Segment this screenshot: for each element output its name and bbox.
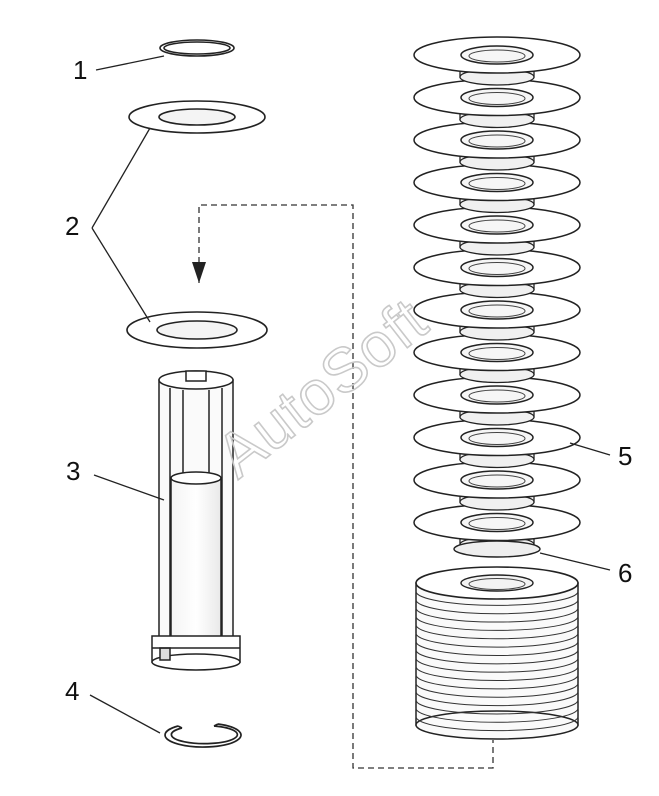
callout-1: 1 (73, 55, 87, 85)
part-4-retaining-ring (164, 723, 242, 748)
callout-5: 5 (618, 441, 632, 471)
conical-disc (413, 206, 581, 256)
conical-disc (413, 248, 581, 299)
leader-6 (539, 552, 611, 571)
part-2-upper-washer (128, 100, 266, 134)
leader-2b (91, 227, 151, 323)
conical-disc (413, 291, 581, 341)
leader-4 (89, 694, 161, 734)
part-2-lower-washer (126, 311, 268, 349)
conical-disc (413, 121, 581, 171)
callout-2: 2 (65, 211, 79, 241)
compressed-disc-stack (415, 540, 579, 740)
part-6-spacer-ring (453, 540, 541, 558)
conical-disc (413, 36, 581, 86)
leader-3 (93, 474, 165, 501)
conical-disc (413, 78, 581, 129)
leader-5 (569, 442, 611, 456)
leader-2a (91, 127, 151, 229)
conical-disc (413, 461, 581, 511)
leader-1 (95, 55, 165, 71)
callout-4: 4 (65, 676, 79, 706)
conical-disc (413, 503, 581, 554)
part-3-cage (151, 370, 241, 671)
callout-3: 3 (66, 456, 80, 486)
callout-6: 6 (618, 558, 632, 588)
part-1-snap-ring (159, 39, 235, 57)
conical-disc (413, 163, 581, 214)
conical-disc (413, 333, 581, 384)
route-arrowhead-icon (192, 262, 206, 283)
leader-lines (89, 55, 611, 734)
compressed-stack-body (415, 566, 579, 740)
assembly-route-dashed-line (198, 204, 494, 769)
conical-disc (413, 418, 581, 469)
conical-disc (413, 376, 581, 426)
part-5-disc-stack (413, 36, 581, 554)
